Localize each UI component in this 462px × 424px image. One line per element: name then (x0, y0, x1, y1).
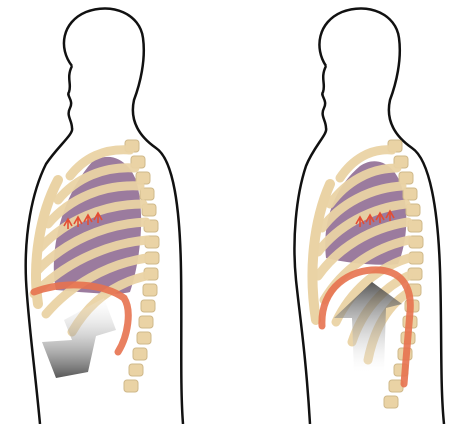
panel-left (26, 8, 183, 424)
movement-arrow-up-icon (334, 282, 402, 372)
panel-right (294, 8, 444, 424)
